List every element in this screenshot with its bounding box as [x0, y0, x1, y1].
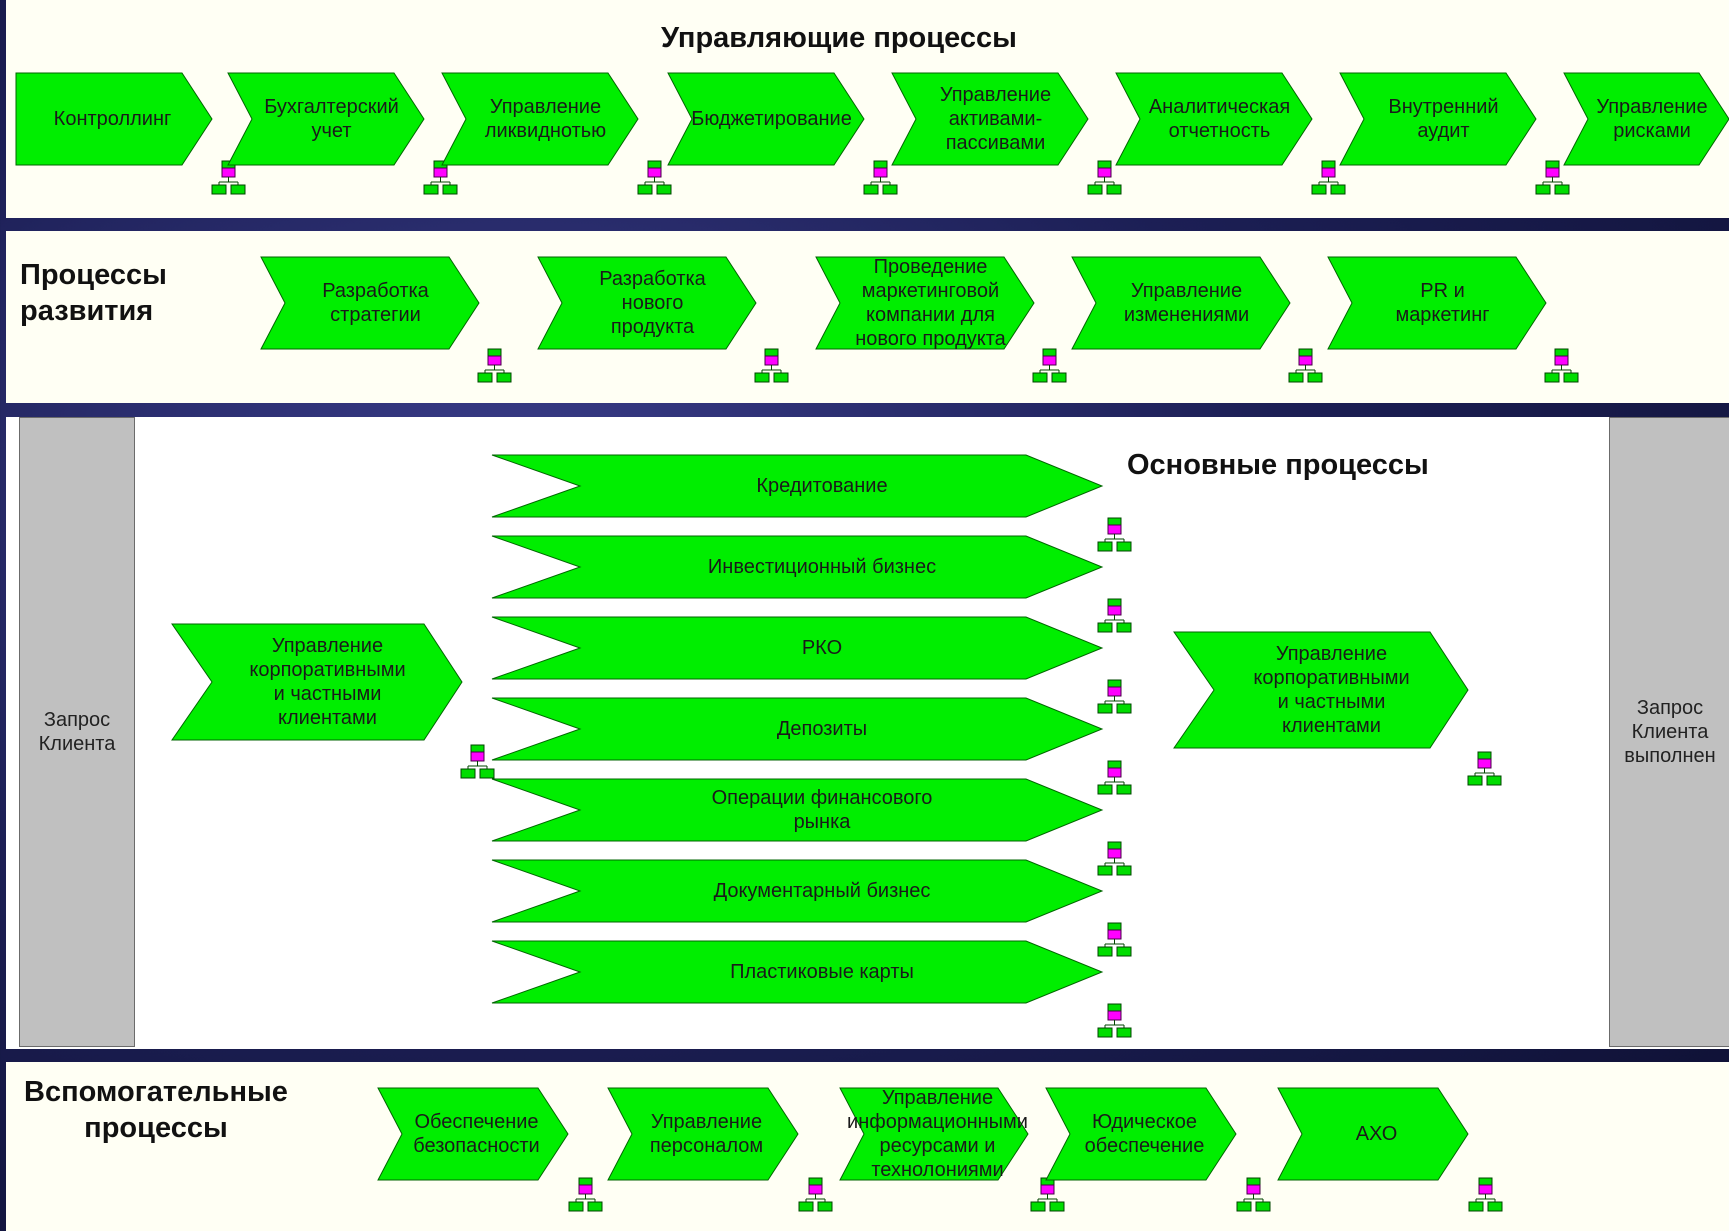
auxiliary-item-1-label: Управление персоналом [649, 1111, 764, 1157]
management-item-0-label: Контроллинг [53, 108, 172, 130]
management-item-7-label: Управление рисками [1596, 96, 1708, 142]
auxiliary-band: Вспомогательные процессы Обеспечение без… [6, 1062, 1729, 1231]
development-item-3[interactable]: Управление изменениями [1071, 256, 1291, 350]
process-hierarchy-icon[interactable] [1087, 160, 1123, 196]
management-item-3[interactable]: Бюджетирование [667, 72, 865, 166]
development-item-2[interactable]: Проведение маркетинговой компании для но… [815, 256, 1035, 350]
management-item-6-label: Внутренний аудит [1388, 96, 1499, 142]
process-hierarchy-icon[interactable] [568, 1177, 604, 1213]
core-item-5-label: Документарный бизнес [713, 880, 931, 902]
development-item-1[interactable]: Разработка нового продукта [537, 256, 757, 350]
management-item-4-label: Управление активами- пассивами [939, 84, 1052, 154]
process-hierarchy-icon[interactable] [1097, 517, 1133, 553]
management-item-6[interactable]: Внутренний аудит [1339, 72, 1537, 166]
management-item-5-label: Аналитическая отчетность [1148, 96, 1291, 142]
core-item-6[interactable]: Пластиковые карты [491, 940, 1104, 1004]
development-item-3-label: Управление изменениями [1123, 280, 1250, 326]
process-hierarchy-icon[interactable] [477, 348, 513, 384]
process-hierarchy-icon[interactable] [1097, 679, 1133, 715]
process-hierarchy-icon[interactable] [754, 348, 790, 384]
core-right-process-label: Управление корпоративными и частными кли… [1253, 643, 1410, 737]
core-title: Основные процессы [1127, 449, 1429, 481]
auxiliary-item-3-label: Юдическое обеспечение [1084, 1111, 1205, 1157]
auxiliary-item-4-label: АХО [1355, 1123, 1398, 1145]
process-hierarchy-icon[interactable] [1288, 348, 1324, 384]
auxiliary-title: Вспомогательные процессы [24, 1076, 288, 1144]
auxiliary-item-3[interactable]: Юдическое обеспечение [1045, 1087, 1237, 1181]
core-right-process[interactable]: Управление корпоративными и частными кли… [1173, 631, 1469, 749]
management-item-2[interactable]: Управление ликвиднотью [441, 72, 639, 166]
management-band: Управляющие процессы Контроллинг Бухгалт… [6, 0, 1729, 218]
development-item-1-label: Разработка нового продукта [599, 268, 706, 338]
process-hierarchy-icon[interactable] [1236, 1177, 1272, 1213]
core-item-4[interactable]: Операции финансового рынка [491, 778, 1104, 842]
process-hierarchy-icon[interactable] [460, 744, 496, 780]
development-item-2-label: Проведение маркетинговой компании для но… [855, 256, 1006, 350]
core-item-0[interactable]: Кредитование [491, 454, 1104, 518]
core-item-3[interactable]: Депозиты [491, 697, 1104, 761]
process-hierarchy-icon[interactable] [1311, 160, 1347, 196]
core-item-4-label: Операции финансового рынка [711, 787, 933, 833]
auxiliary-item-0-label: Обеспечение безопасности [413, 1111, 540, 1157]
process-hierarchy-icon[interactable] [1097, 760, 1133, 796]
auxiliary-item-0[interactable]: Обеспечение безопасности [377, 1087, 569, 1181]
core-item-2-label: РКО [801, 637, 843, 659]
auxiliary-item-2[interactable]: Управление информационными ресурсами и т… [839, 1087, 1029, 1181]
process-hierarchy-icon[interactable] [798, 1177, 834, 1213]
core-item-3-label: Депозиты [776, 718, 868, 740]
core-band: Основные процессы Запрос Клиента Запрос … [6, 417, 1729, 1049]
management-item-5[interactable]: Аналитическая отчетность [1115, 72, 1313, 166]
management-item-4[interactable]: Управление активами- пассивами [891, 72, 1089, 166]
process-hierarchy-icon[interactable] [1535, 160, 1571, 196]
process-hierarchy-icon[interactable] [1030, 1177, 1066, 1213]
management-item-2-label: Управление ликвиднотью [484, 96, 607, 142]
management-item-1[interactable]: Бухгалтерский учет [227, 72, 425, 166]
client-request-start[interactable]: Запрос Клиента [19, 417, 135, 1047]
core-item-1-label: Инвестиционный бизнес [707, 556, 937, 578]
auxiliary-item-2-label: Управление информационными ресурсами и т… [847, 1087, 1028, 1181]
management-item-0[interactable]: Контроллинг [15, 72, 213, 166]
development-item-4-label: PR и маркетинг [1395, 280, 1490, 326]
core-item-0-label: Кредитование [756, 475, 888, 497]
development-title: Процессы развития [20, 259, 167, 327]
management-item-7[interactable]: Управление рисками [1563, 72, 1729, 166]
process-hierarchy-icon[interactable] [637, 160, 673, 196]
auxiliary-item-1[interactable]: Управление персоналом [607, 1087, 799, 1181]
process-hierarchy-icon[interactable] [1468, 1177, 1504, 1213]
core-item-6-label: Пластиковые карты [730, 961, 914, 983]
development-item-0-label: Разработка стратегии [322, 280, 429, 326]
management-item-1-label: Бухгалтерский учет [264, 96, 399, 142]
management-title: Управляющие процессы [661, 22, 1017, 54]
process-hierarchy-icon[interactable] [1097, 1003, 1133, 1039]
core-item-5[interactable]: Документарный бизнес [491, 859, 1104, 923]
core-item-2[interactable]: РКО [491, 616, 1104, 680]
process-hierarchy-icon[interactable] [1544, 348, 1580, 384]
management-item-3-label: Бюджетирование [691, 108, 852, 130]
core-item-1[interactable]: Инвестиционный бизнес [491, 535, 1104, 599]
core-left-process-label: Управление корпоративными и частными кли… [249, 635, 406, 729]
process-hierarchy-icon[interactable] [1097, 922, 1133, 958]
process-hierarchy-icon[interactable] [1467, 751, 1503, 787]
development-item-4[interactable]: PR и маркетинг [1327, 256, 1547, 350]
process-hierarchy-icon[interactable] [1097, 598, 1133, 634]
development-item-0[interactable]: Разработка стратегии [260, 256, 480, 350]
development-band: Процессы развития Разработка стратегии Р… [6, 231, 1729, 403]
client-request-done[interactable]: Запрос Клиента выполнен [1609, 417, 1729, 1047]
process-hierarchy-icon[interactable] [863, 160, 899, 196]
process-hierarchy-icon[interactable] [1097, 841, 1133, 877]
auxiliary-item-4[interactable]: АХО [1277, 1087, 1469, 1181]
process-hierarchy-icon[interactable] [1032, 348, 1068, 384]
core-left-process[interactable]: Управление корпоративными и частными кли… [171, 623, 463, 741]
